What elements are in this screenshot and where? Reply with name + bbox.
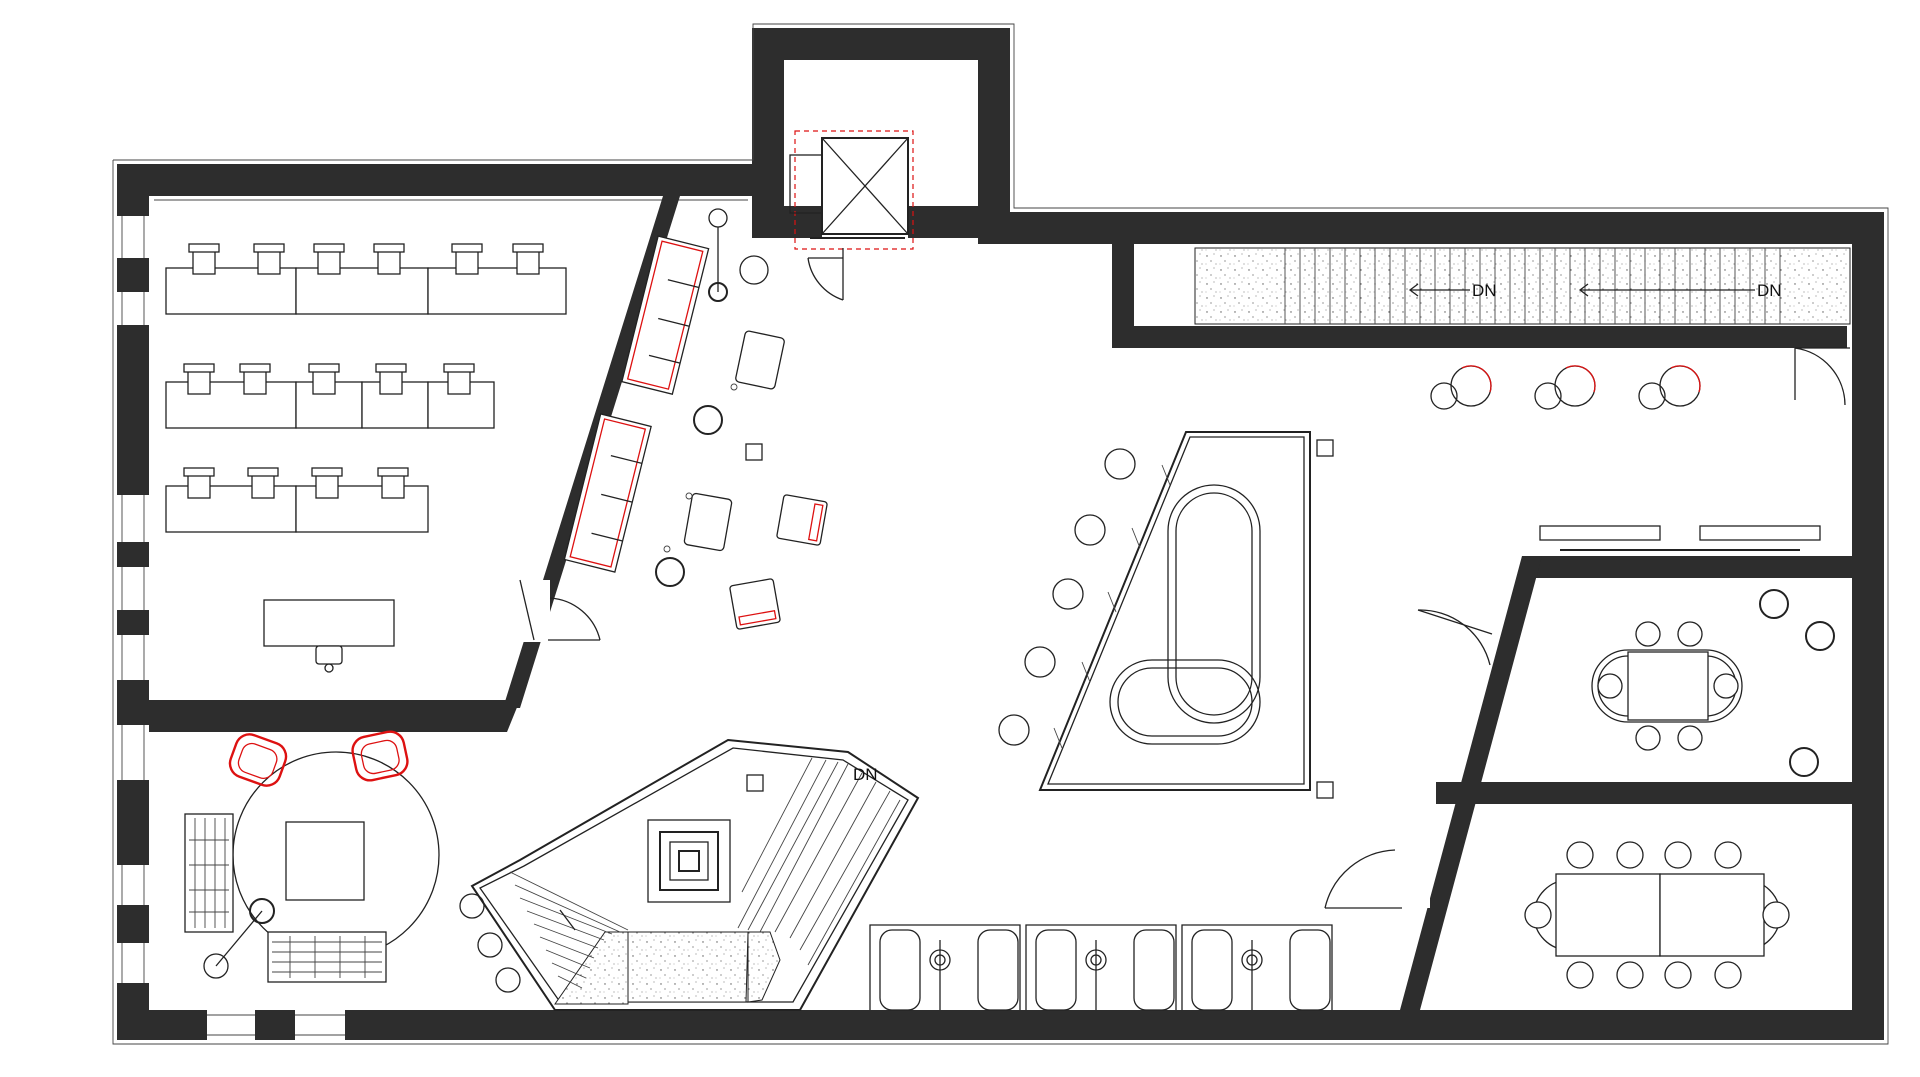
elevator	[789, 130, 914, 301]
desk-row-1	[165, 267, 567, 315]
stair-label-dn-right: DN	[1757, 281, 1782, 300]
booth-seating	[869, 924, 1333, 1011]
center-square-pattern	[647, 819, 731, 903]
floor-lamp	[203, 898, 275, 979]
lounge-chair-red-right	[351, 730, 409, 782]
meeting-room-2-door[interactable]	[1324, 849, 1402, 909]
stools-upper-right	[1430, 365, 1701, 410]
bar-stools	[998, 448, 1136, 746]
meeting-room-2-table	[1524, 841, 1790, 989]
bar-stool-footrests	[1053, 464, 1171, 749]
office-chair	[183, 243, 544, 499]
stair-arrow-right	[1578, 283, 1755, 297]
office-door[interactable]	[519, 579, 601, 641]
wall-outline-lines	[112, 23, 1889, 1045]
elevator-door[interactable]	[807, 248, 844, 301]
meeting-room-1-table	[1591, 589, 1835, 777]
train-track	[1109, 484, 1261, 745]
lounge-chair-red-left	[228, 733, 288, 787]
armchair-1	[776, 494, 828, 546]
stair-stools	[459, 893, 521, 993]
central-stair: DN	[459, 738, 920, 1011]
stair-arrow-left	[1408, 283, 1470, 297]
lounge-side-items	[655, 208, 828, 630]
lounge-sofa-left	[184, 813, 234, 933]
office-chairs	[183, 243, 544, 499]
manager-desk	[263, 599, 395, 673]
stair-treads-center	[509, 757, 901, 989]
lounge-area	[184, 730, 440, 983]
sofa-upper	[621, 235, 710, 396]
sofa-lower	[563, 413, 652, 573]
exterior-walls	[117, 28, 1884, 1040]
stair-label-dn-left: DN	[1472, 281, 1497, 300]
top-stair-corridor: DN DN	[1112, 244, 1851, 406]
meeting-rooms	[1324, 525, 1856, 1010]
bar-counter	[998, 431, 1334, 799]
armchair-2	[729, 578, 781, 630]
lounge-sofa-bottom	[267, 931, 387, 983]
meeting-room-1-door[interactable]	[1417, 609, 1493, 666]
stair-label-dn-center: DN	[853, 765, 878, 784]
stair-door[interactable]	[1794, 347, 1850, 406]
stair-treads-top	[1284, 248, 1781, 324]
